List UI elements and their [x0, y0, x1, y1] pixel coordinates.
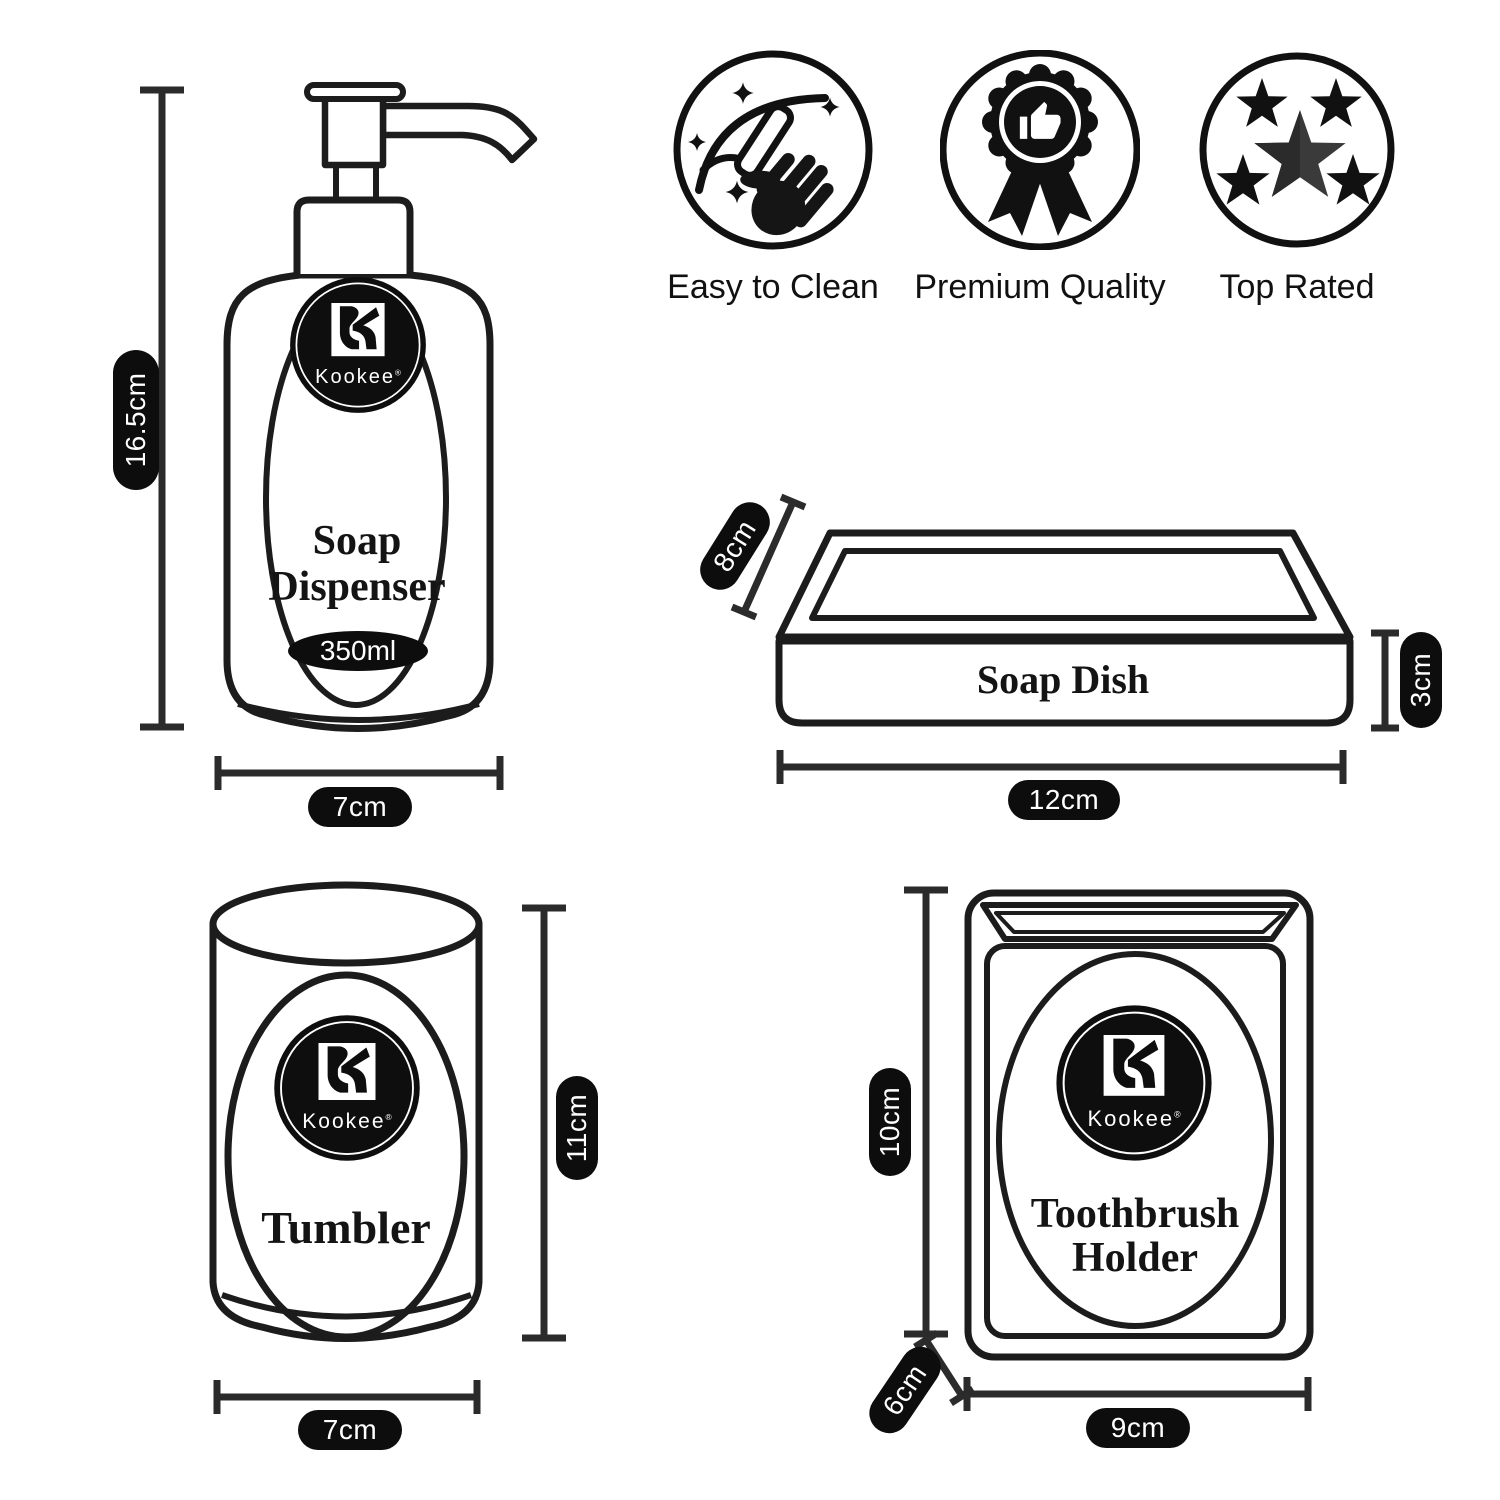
soap-dish-depth-dimension — [730, 493, 807, 621]
toothbrush-holder-label-oval — [996, 951, 1274, 1329]
premium-quality-feature: Premium Quality — [914, 50, 1166, 306]
tumbler-width-pill: 7cm — [298, 1410, 402, 1450]
easy-to-clean-feature: Easy to Clean — [667, 50, 879, 306]
soap-dish-rim — [809, 548, 1317, 621]
tumbler-base-curve — [221, 1292, 472, 1320]
toothbrush-holder-height-pill: 10cm — [869, 1068, 911, 1176]
soap-dispenser-pump-head — [321, 94, 387, 169]
soap-dish-height-pill: 3cm — [1400, 632, 1442, 728]
soap-dish-front-face — [775, 637, 1354, 727]
feature-label-premium-quality: Premium Quality — [914, 268, 1166, 306]
kookee-logo-soap-dispenser — [288, 275, 428, 415]
soap-dish-top-face — [775, 529, 1354, 641]
soap-dispenser-height-pill: 16.5cm — [113, 350, 159, 490]
soap-dispenser-base-curve — [237, 701, 480, 723]
soap-dispenser-height-dimension — [140, 86, 184, 731]
tumbler-label-oval — [224, 971, 468, 1341]
soap-dish-width-dimension — [776, 750, 1347, 784]
soap-dispenser-bottle — [223, 271, 494, 732]
ribbon-thumbs-up-icon — [940, 50, 1140, 250]
soap-dispenser-drawing — [223, 82, 538, 732]
soap-dispenser-width-pill: 7cm — [308, 787, 412, 827]
soap-dispenser-spout — [379, 102, 538, 164]
soap-dish-drawing — [775, 529, 1354, 727]
soap-dish-height-dimension — [1371, 629, 1399, 732]
soap-dispenser-pump-cap — [304, 82, 406, 102]
kookee-wordmark: Kookee® — [302, 1110, 392, 1133]
tumbler-top-ellipse — [209, 881, 483, 967]
kookee-logo-tumbler — [272, 1013, 422, 1163]
toothbrush-holder-name: Toothbrush Holder — [1030, 1191, 1240, 1281]
tumbler-width-dimension — [213, 1380, 481, 1414]
kookee-wordmark: Kookee® — [315, 366, 401, 388]
soap-dish-width-pill: 12cm — [1008, 780, 1120, 820]
soap-dish-name: Soap Dish — [976, 657, 1150, 702]
tumbler-name: Tumbler — [261, 1202, 431, 1253]
soap-dispenser-capacity-badge: 350ml — [288, 631, 428, 671]
toothbrush-holder-width-pill: 9cm — [1086, 1408, 1190, 1448]
tumbler-height-dimension — [522, 904, 566, 1342]
kookee-logo-toothbrush-holder — [1054, 1003, 1214, 1163]
soap-dispenser-neck — [293, 196, 414, 274]
tumbler-height-pill: 11cm — [556, 1076, 598, 1180]
toothbrush-holder-lid-inner — [994, 911, 1286, 934]
soap-dispenser-width-dimension — [214, 756, 504, 790]
soap-dispenser-name: Soap Dispenser — [268, 518, 446, 610]
five-stars-icon — [1199, 52, 1395, 248]
kookee-wordmark: Kookee® — [1087, 1106, 1181, 1131]
top-rated-feature: Top Rated — [1197, 50, 1397, 306]
toothbrush-holder-width-dimension — [963, 1377, 1312, 1411]
sparkle-hand-icon — [673, 50, 873, 250]
toothbrush-holder-height-dimension — [904, 886, 948, 1338]
feature-label-top-rated: Top Rated — [1219, 268, 1375, 306]
feature-label-easy-to-clean: Easy to Clean — [667, 268, 879, 306]
toothbrush-holder-inner — [984, 943, 1286, 1339]
